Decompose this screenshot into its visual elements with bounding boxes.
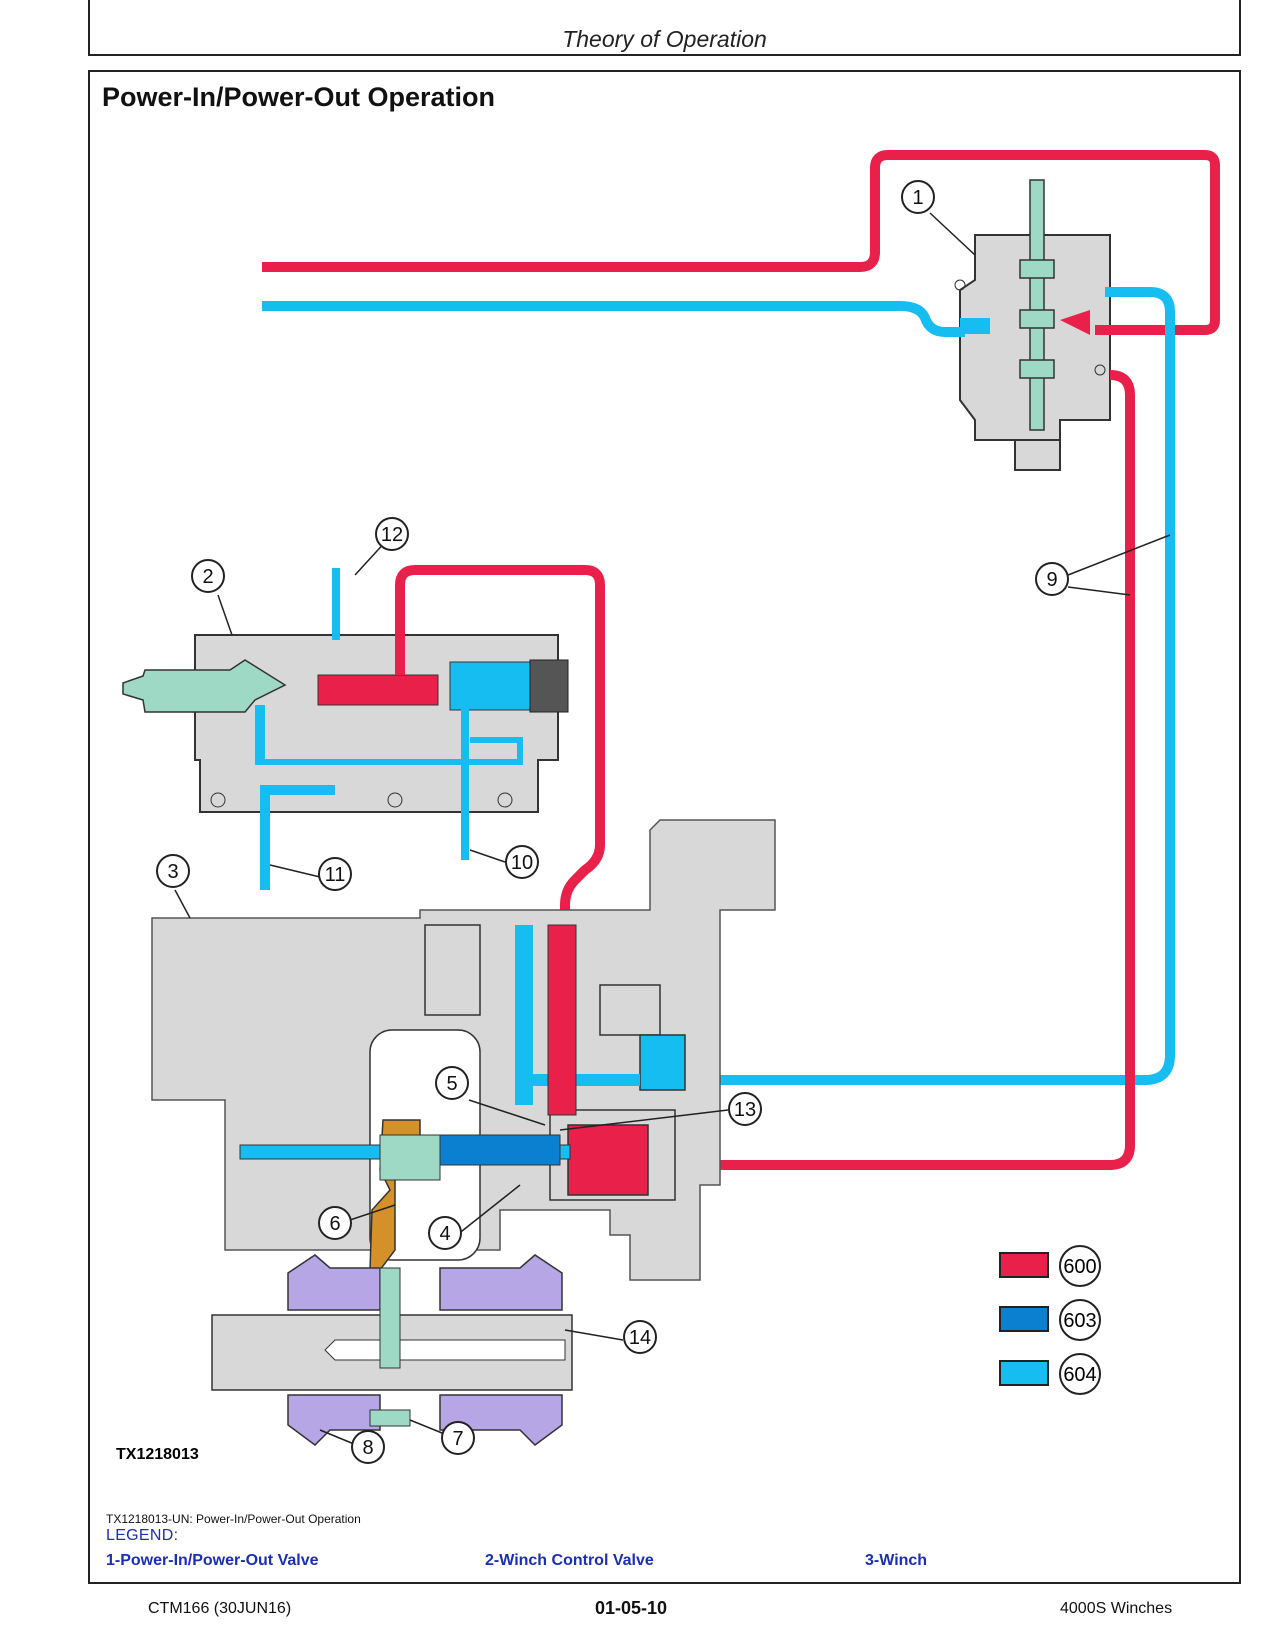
- color-key: 600 603 604: [999, 1245, 1101, 1395]
- color-swatch-604: [999, 1360, 1049, 1386]
- callout-4: 4: [439, 1223, 450, 1245]
- figure-id: TX1218013: [116, 1446, 199, 1463]
- winch-drum-gears: [211, 1254, 573, 1446]
- color-key-603: 603: [1063, 1310, 1096, 1332]
- color-key-604: 604: [1063, 1364, 1096, 1386]
- header-frame: [88, 0, 1241, 56]
- section-header: Theory of Operation: [562, 26, 767, 52]
- callout-11: 11: [325, 864, 346, 886]
- callout-12: 12: [381, 524, 403, 546]
- footer-page-number: 01-05-10: [595, 1598, 668, 1618]
- color-swatch-603: [999, 1306, 1049, 1332]
- callout-7: 7: [452, 1428, 463, 1450]
- legend-heading: LEGEND:: [106, 1527, 179, 1544]
- callout-13: 13: [734, 1099, 756, 1121]
- callout-14: 14: [629, 1327, 651, 1349]
- winch-control-valve: [122, 634, 569, 813]
- callout-8: 8: [362, 1437, 373, 1459]
- footer-doc-id: CTM166 (30JUN16): [148, 1600, 292, 1617]
- page-frame: [88, 70, 1241, 1584]
- callout-1: 1: [912, 187, 923, 209]
- color-key-600: 600: [1063, 1256, 1096, 1278]
- figure-caption: TX1218013-UN: Power-In/Power-Out Operati…: [106, 1512, 361, 1526]
- callout-3: 3: [167, 861, 178, 883]
- callout-10: 10: [511, 852, 533, 874]
- callout-5: 5: [446, 1073, 457, 1095]
- callout-6: 6: [329, 1213, 340, 1235]
- color-swatch-600: [999, 1252, 1049, 1278]
- page-title: Power-In/Power-Out Operation: [102, 82, 496, 112]
- legend-item-3: 3-Winch: [865, 1552, 928, 1569]
- power-in-power-out-valve: [954, 179, 1111, 471]
- winch-housing: [151, 819, 776, 1281]
- footer-section: 4000S Winches: [1060, 1600, 1173, 1617]
- callout-9: 9: [1046, 569, 1057, 591]
- callout-2: 2: [202, 566, 213, 588]
- legend-item-2: 2-Winch Control Valve: [485, 1552, 654, 1569]
- legend-item-1: 1-Power-In/Power-Out Valve: [106, 1552, 319, 1569]
